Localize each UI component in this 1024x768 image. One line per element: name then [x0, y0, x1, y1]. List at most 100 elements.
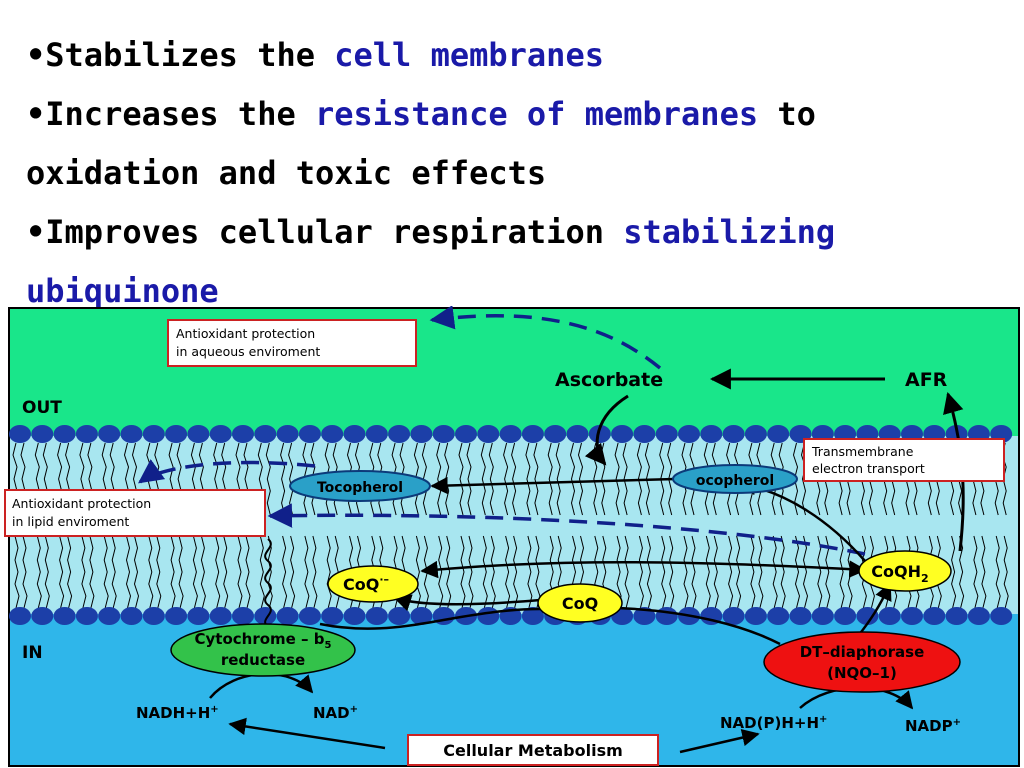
- lipid-tail: [178, 535, 184, 609]
- phospholipid-head: [9, 425, 31, 443]
- node-coq: [537, 583, 623, 623]
- region-outside: [9, 308, 1019, 436]
- phospholipid-head: [254, 425, 277, 443]
- phospholipid-head: [120, 425, 143, 443]
- arrow-coq-minus-coqh2: [420, 560, 867, 579]
- node-dt-line1: DT–diaphorase: [800, 643, 925, 661]
- phospholipid-head: [343, 607, 366, 625]
- label-nadp: NADP+: [905, 717, 961, 735]
- phospholipid-head: [98, 607, 121, 625]
- phospholipid-head: [142, 607, 165, 625]
- node-tocopherol-left-label: Tocopherol: [317, 480, 403, 496]
- lipid-tail: [326, 535, 332, 609]
- phospholipid-head: [744, 425, 767, 443]
- wavy-anchor: [264, 538, 272, 628]
- lipid-tail: [170, 535, 176, 609]
- phospholipid-head: [678, 425, 700, 443]
- box-transmembrane-line1: Transmembrane: [811, 444, 914, 459]
- phospholipid-head: [611, 425, 634, 443]
- node-cytochrome-line2: reductase: [221, 651, 305, 669]
- membrane-diagram: OUT IN Antioxidant protection in aqueous…: [4, 306, 1020, 767]
- phospholipid-head: [744, 607, 767, 625]
- lipid-tail: [44, 535, 50, 609]
- lipid-tail: [111, 535, 117, 609]
- phospholipid-head: [700, 425, 723, 443]
- lipid-tail: [525, 442, 531, 516]
- phospholipid-head: [31, 607, 54, 625]
- phospholipid-head: [31, 425, 54, 443]
- lipid-tail: [488, 442, 494, 516]
- phospholipid-head: [834, 607, 857, 625]
- bullet-item: •Stabilizes the cell membranes: [26, 26, 1001, 85]
- phospholipid-head: [655, 425, 678, 443]
- lipid-tail: [245, 535, 251, 609]
- bullet-highlight: resistance of membranes: [314, 95, 759, 133]
- lipid-tail: [36, 535, 42, 609]
- phospholipid-head: [878, 607, 901, 625]
- lipid-tail: [237, 535, 243, 609]
- node-dt-line2: (NQO–1): [827, 664, 897, 682]
- lipid-tail: [148, 535, 154, 609]
- phospholipid-head: [901, 607, 923, 625]
- phospholipid-head: [477, 607, 500, 625]
- phospholipid-head: [477, 425, 500, 443]
- phospholipid-head: [120, 607, 143, 625]
- label-nadh: NADH+H+: [136, 704, 219, 722]
- lipid-tail: [569, 442, 576, 516]
- arrow-tocopherol-right-to-left: [430, 476, 676, 495]
- lipid-tail: [59, 535, 65, 609]
- phospholipid-head: [75, 425, 98, 443]
- phospholipid-head: [142, 425, 165, 443]
- phospholipid-head: [521, 607, 544, 625]
- phospholipid-head: [75, 607, 98, 625]
- lipid-tail: [133, 535, 140, 609]
- phospholipid-head: [455, 425, 477, 443]
- bullet-highlight: stabilizing ubiquinone: [26, 213, 836, 310]
- lipid-tail: [981, 535, 987, 609]
- box-lipid: [4, 489, 266, 537]
- phospholipid-head: [209, 425, 232, 443]
- node-coq-label: CoQ: [562, 594, 598, 613]
- lipid-tail: [614, 442, 620, 516]
- phospholipid-head: [53, 607, 76, 625]
- phospholipid-head: [209, 607, 232, 625]
- arrow-ascorbate-to-tocopherol: [584, 394, 629, 466]
- bullet-text: •Increases the: [26, 95, 315, 133]
- lipid-tail: [103, 535, 109, 609]
- lipid-tail: [192, 535, 198, 609]
- phospholipid-head: [165, 607, 188, 625]
- node-coqh2-label: CoQH2: [871, 562, 928, 585]
- box-transmembrane-line2: electron transport: [812, 461, 925, 476]
- phospholipid-heads-outer: [9, 425, 1013, 443]
- phospholipid-head: [388, 607, 411, 625]
- lipid-tail: [156, 535, 162, 609]
- region-in-label: IN: [22, 643, 43, 663]
- phospholipid-head: [276, 425, 299, 443]
- lipid-tail: [959, 535, 965, 609]
- lipid-tail: [503, 442, 509, 516]
- bullet-list: •Stabilizes the cell membranes •Increase…: [26, 26, 1001, 321]
- phospholipid-head: [767, 607, 790, 625]
- bullet-text: •Improves cellular respiration: [26, 213, 624, 251]
- bullet-text-after: to oxidation and toxic effects: [26, 95, 816, 192]
- node-coq-radical-label: CoQ·–: [343, 573, 389, 594]
- lipid-tail: [215, 535, 221, 609]
- bullet-text: •Stabilizes the: [26, 36, 335, 74]
- box-lipid-line1: Antioxidant protection: [12, 496, 151, 511]
- phospholipid-head: [410, 425, 433, 443]
- lipid-tail: [622, 442, 628, 516]
- lipid-tail: [265, 442, 271, 516]
- node-tocopherol-left: [289, 470, 431, 502]
- phospholipid-head: [321, 607, 344, 625]
- arrow-metabolism-to-nadh: [228, 717, 386, 750]
- phospholipid-head: [789, 607, 812, 625]
- phospholipid-head: [811, 607, 834, 625]
- lipid-tail: [547, 442, 553, 516]
- lipid-tail: [511, 442, 517, 516]
- phospholipid-head: [722, 607, 745, 625]
- phospholipid-head: [566, 425, 589, 443]
- phospholipid-head: [276, 607, 299, 625]
- phospholipid-head: [633, 425, 656, 443]
- node-tocopherol-right-label: ocopherol: [696, 473, 774, 489]
- node-coqh2: [858, 550, 952, 592]
